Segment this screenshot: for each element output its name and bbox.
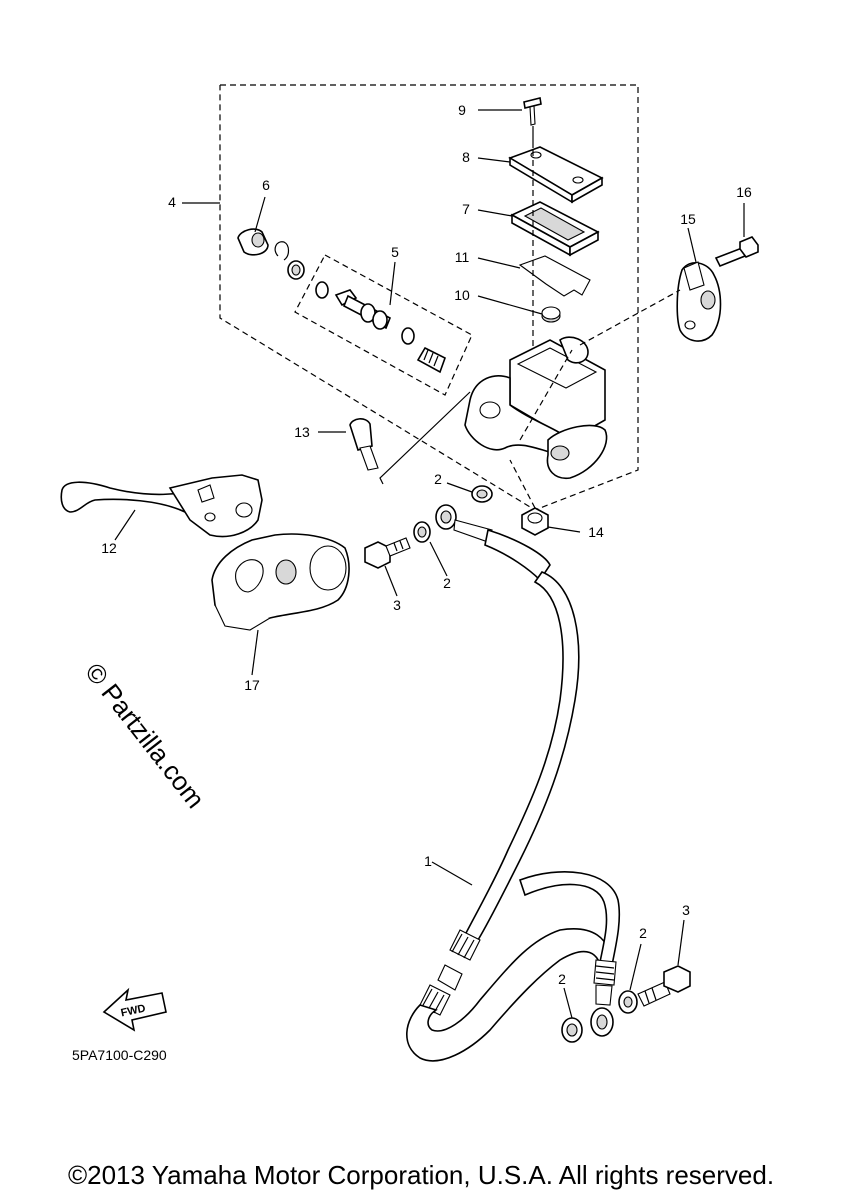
callout-10: 10: [454, 287, 470, 303]
circlip-and-washer: [274, 241, 305, 280]
part-6-boot: [237, 228, 269, 256]
part-12-brake-lever: [60, 474, 263, 538]
part-15-holder-bracket: [579, 261, 722, 346]
piston-kit-outline: [294, 254, 473, 396]
callout-2-top: 2: [434, 471, 442, 487]
callout-3-lower: 3: [682, 902, 690, 918]
pivot-leader: [379, 391, 471, 485]
callout-5: 5: [391, 244, 399, 260]
callout-7: 7: [462, 201, 470, 217]
callout-12: 12: [101, 540, 117, 556]
callout-3-upper: 3: [393, 597, 401, 613]
fwd-label: FWD: [120, 1002, 147, 1019]
callout-leaders: [114, 109, 697, 1019]
part-11-gasket: [518, 255, 591, 297]
callout-2-lower-left: 2: [558, 971, 566, 987]
callout-9: 9: [458, 102, 466, 118]
part-14-nut: [509, 459, 581, 536]
master-cylinder-body: [464, 336, 608, 480]
part-17-lever-cover: [211, 533, 350, 631]
callout-11: 11: [455, 249, 470, 265]
master-cylinder-assembly-outline: [219, 84, 639, 511]
callout-4: 4: [168, 194, 176, 210]
partzilla-watermark: © Partzilla.com: [79, 657, 211, 814]
callout-1: 1: [424, 853, 432, 869]
part-7-diaphragm: [510, 201, 600, 257]
part-1-brake-hose: [406, 504, 621, 1062]
copper-washers-upper: [413, 485, 493, 543]
part-13-pivot-bolt: [318, 418, 379, 471]
callout-15: 15: [680, 211, 696, 227]
part-8-reservoir-cap: [508, 146, 604, 204]
part-10-bushing: [541, 306, 561, 323]
callout-6: 6: [262, 177, 270, 193]
part-3-banjo-bolt-lower: [637, 965, 691, 1007]
callout-17: 17: [244, 677, 260, 693]
part-5-piston-kit: [315, 281, 446, 374]
callout-14: 14: [588, 524, 604, 540]
part-16-bolt: [714, 203, 759, 268]
copyright-notice: ©2013 Yamaha Motor Corporation, U.S.A. A…: [67, 1160, 775, 1190]
callout-13: 13: [294, 424, 310, 440]
callout-2-mid: 2: [443, 575, 451, 591]
fwd-arrow-icon: FWD: [102, 987, 167, 1032]
part-3-banjo-bolt-upper: [364, 537, 411, 569]
callout-16: 16: [736, 184, 752, 200]
callout-numbers: 9 8 7 11 10 4 6 5 15 16 13 2 14 12 2 3 1…: [101, 102, 752, 987]
callout-2-lower-right: 2: [639, 925, 647, 941]
diagram-code: 5PA7100-C290: [72, 1047, 167, 1063]
callout-8: 8: [462, 149, 470, 165]
part-9-screw: [523, 97, 542, 148]
